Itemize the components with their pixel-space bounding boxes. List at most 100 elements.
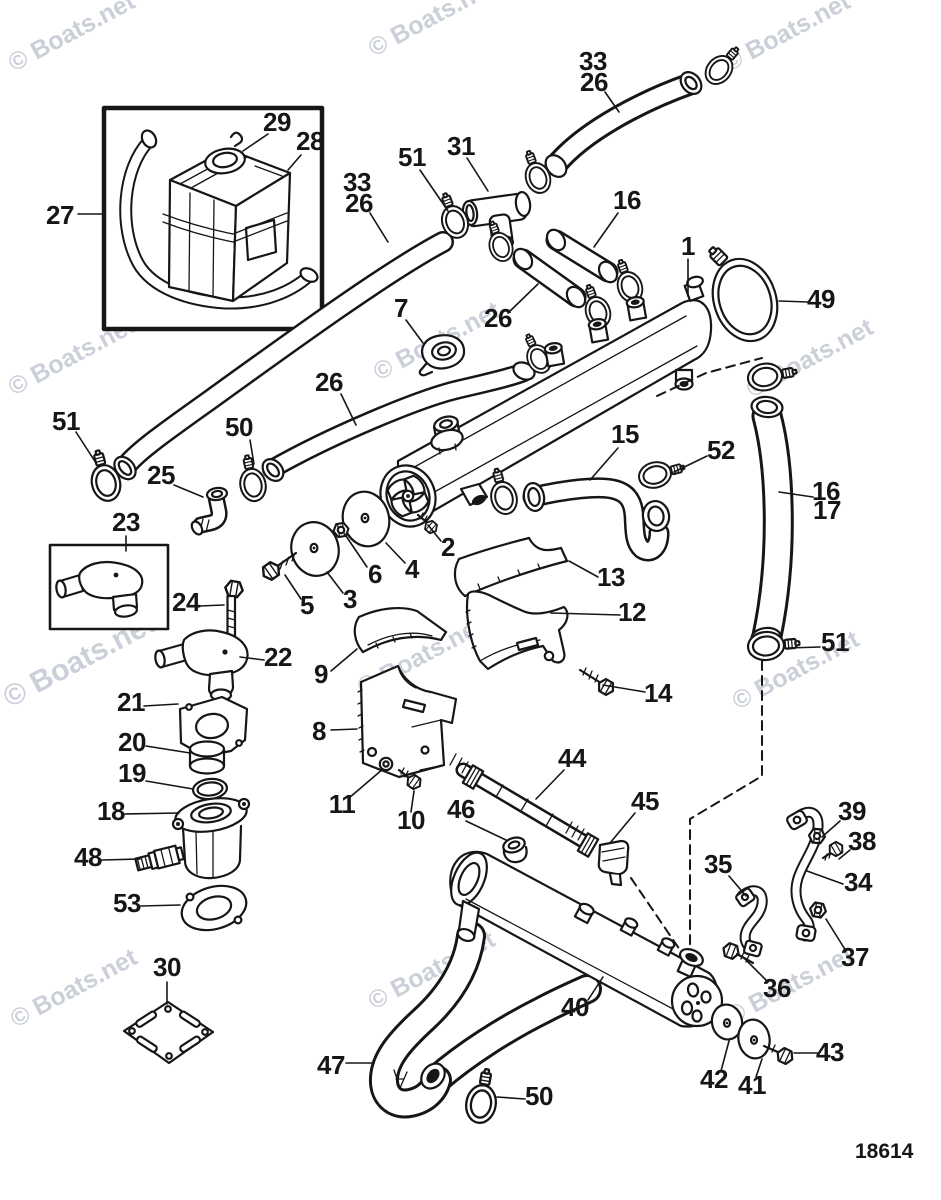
- leader-line-44: [535, 769, 565, 800]
- leader-line-11: [348, 768, 384, 799]
- callout-49: 49: [807, 284, 835, 314]
- part-1-exhaust-manifold: [379, 275, 763, 537]
- leader-line-50: [496, 1096, 526, 1100]
- callout-17: 17: [813, 495, 841, 525]
- part-5-bolt: [258, 551, 298, 584]
- leader-line-39: [821, 820, 841, 838]
- hose-clamp-51-left: [82, 445, 126, 506]
- callout-20: 20: [118, 727, 146, 757]
- callout-8: 8: [312, 716, 326, 746]
- callout-51: 51: [398, 142, 426, 172]
- manifold-stub: [587, 318, 610, 344]
- part-21-gasket: [178, 695, 249, 758]
- part-46-fitting: [502, 836, 528, 864]
- callout-46: 46: [447, 794, 475, 824]
- leader-line-51: [787, 646, 821, 649]
- callout-50: 50: [525, 1081, 553, 1111]
- part-23-housing-box: [48, 543, 170, 631]
- part-52-clamp: [635, 454, 689, 493]
- leader-line-51: [75, 431, 97, 464]
- watermark-boats-net: © Boats.net: [6, 943, 143, 1033]
- callout-2: 2: [441, 532, 455, 562]
- leader-line-16: [593, 212, 619, 248]
- part-25-elbow-fitting: [190, 486, 229, 536]
- drawing-number: 18614: [855, 1140, 914, 1163]
- hose-16-17-vertical: [750, 395, 794, 652]
- callout-9: 9: [314, 659, 328, 689]
- coolant-tank: [162, 131, 292, 303]
- part-40-lower-manifold: [449, 850, 724, 1028]
- watermark-boats-net: © Boats.net: [719, 0, 856, 77]
- part-20-sleeve: [188, 740, 226, 775]
- callout-33: 33: [579, 46, 607, 76]
- part-39-nut: [807, 827, 827, 845]
- hose-clamp: [516, 146, 556, 198]
- callout-16: 16: [613, 185, 641, 215]
- leader-line-26: [369, 212, 389, 243]
- part-6-nut: [331, 521, 351, 539]
- leader-line-26: [507, 283, 539, 314]
- part-35-strap: [735, 885, 768, 958]
- part-30-plate-gasket: [122, 1000, 215, 1065]
- callout-27: 27: [46, 200, 74, 230]
- watermark-boats-net: © Boats.net: [4, 0, 141, 77]
- part-53-gasket: [180, 884, 248, 932]
- callout-26: 26: [345, 188, 373, 218]
- part-8-bracket: [357, 664, 458, 779]
- callout-15: 15: [611, 419, 639, 449]
- callout-50: 50: [225, 412, 253, 442]
- leader-line-38: [838, 849, 851, 860]
- hose-clamp-50-lower: [462, 1065, 503, 1127]
- part-18-housing: [171, 797, 251, 880]
- leader-line-46: [465, 820, 507, 841]
- hose-26-long-lower: [261, 361, 536, 482]
- callout-5: 5: [300, 590, 314, 620]
- leader-line-24: [198, 604, 225, 607]
- leader-line-42: [720, 1040, 730, 1072]
- leader-lines: [75, 91, 851, 1100]
- callout-28: 28: [296, 126, 324, 156]
- leader-line-5: [284, 574, 302, 600]
- part-13-shield: [453, 536, 569, 598]
- leader-line-2: [427, 524, 442, 542]
- callout-40: 40: [561, 992, 589, 1022]
- part-14-bolt: [578, 667, 618, 699]
- callout-1: 1: [681, 231, 695, 261]
- leader-line-40: [587, 976, 604, 1001]
- leader-line-14: [602, 684, 646, 693]
- part-2-bolt: [416, 512, 441, 537]
- callout-11: 11: [329, 789, 356, 819]
- callout-6: 6: [368, 559, 382, 589]
- leader-line-8: [330, 728, 358, 731]
- callout-34: 34: [844, 867, 873, 897]
- part-7-grommet: [418, 334, 466, 377]
- leader-line-10: [410, 790, 415, 813]
- part-42-disc: [710, 1003, 744, 1041]
- leader-line-49: [778, 300, 809, 303]
- part-34-strap: [786, 806, 824, 942]
- callout-48: 48: [74, 842, 102, 872]
- callout-10: 10: [397, 805, 425, 835]
- leader-line-25: [173, 484, 204, 498]
- callout-42: 42: [700, 1064, 728, 1094]
- leader-line-20: [145, 745, 191, 754]
- part-22-thermostat-housing: [154, 629, 249, 702]
- callout-4: 4: [405, 554, 420, 584]
- leader-line-16: [778, 491, 814, 498]
- part-49-large-clamp: [708, 246, 779, 343]
- callout-22: 22: [264, 642, 292, 672]
- leader-line-28: [287, 154, 302, 171]
- leader-line-34: [806, 870, 844, 885]
- callout-51: 51: [52, 406, 80, 436]
- callout-16: 16: [812, 476, 840, 506]
- part-45-fitting: [597, 839, 630, 887]
- leader-line-52: [673, 455, 708, 473]
- leader-line-21: [143, 703, 179, 707]
- assembly-dash-line: [630, 877, 681, 951]
- callout-52: 52: [707, 435, 735, 465]
- part-31-tee-fitting: [461, 190, 532, 251]
- leader-line-50: [249, 439, 255, 465]
- leader-line-3: [326, 571, 344, 594]
